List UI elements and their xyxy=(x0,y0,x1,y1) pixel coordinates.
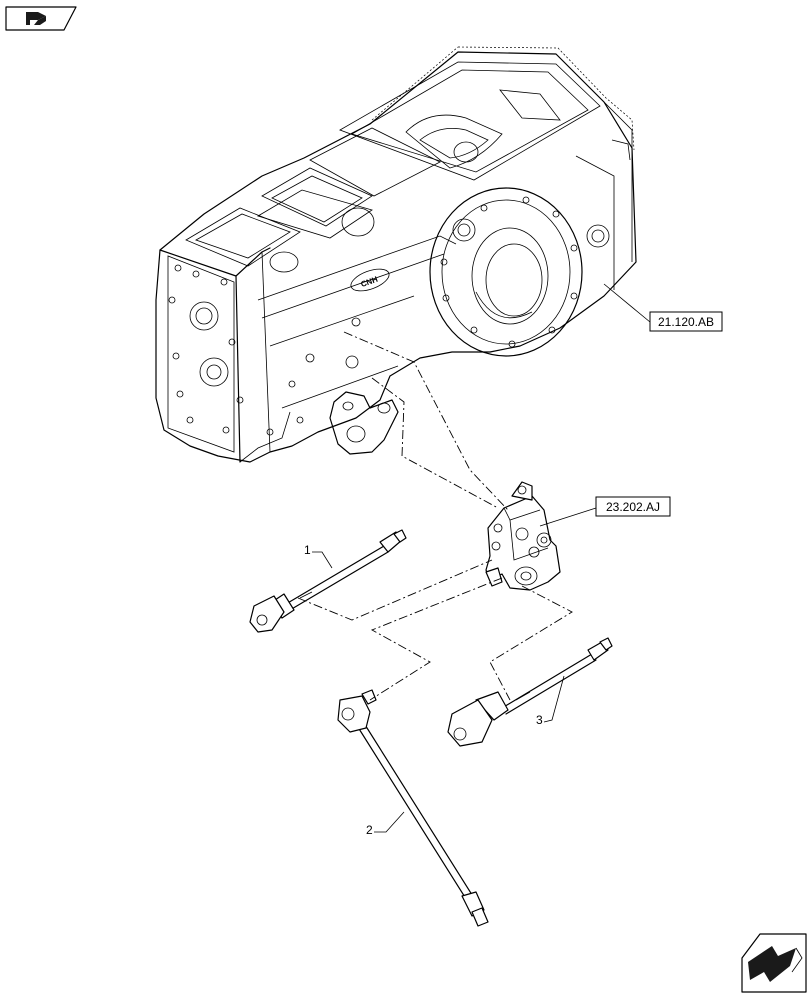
assembly-leader-lines xyxy=(297,331,573,701)
valve-reference-label: 23.202.AJ xyxy=(606,500,660,514)
callout-2: 2 xyxy=(366,811,405,837)
sensor-1 xyxy=(249,529,407,633)
callout-3: 3 xyxy=(536,675,565,727)
sensor-2 xyxy=(337,689,489,927)
callout-1: 1 xyxy=(304,543,333,569)
callout-2-label: 2 xyxy=(366,823,373,837)
callout-1-label: 1 xyxy=(304,543,311,557)
callout-3-label: 3 xyxy=(536,713,543,727)
housing-reference-tag[interactable]: 21.120.AB xyxy=(603,283,723,332)
housing-reference-label: 21.120.AB xyxy=(658,315,714,329)
valve-block xyxy=(485,481,561,591)
sensor-3 xyxy=(447,637,613,747)
transmission-housing: CNH xyxy=(155,46,637,463)
view-toggle-icon[interactable] xyxy=(5,6,77,31)
next-page-icon[interactable] xyxy=(741,933,807,993)
valve-reference-tag[interactable]: 23.202.AJ xyxy=(539,496,671,527)
